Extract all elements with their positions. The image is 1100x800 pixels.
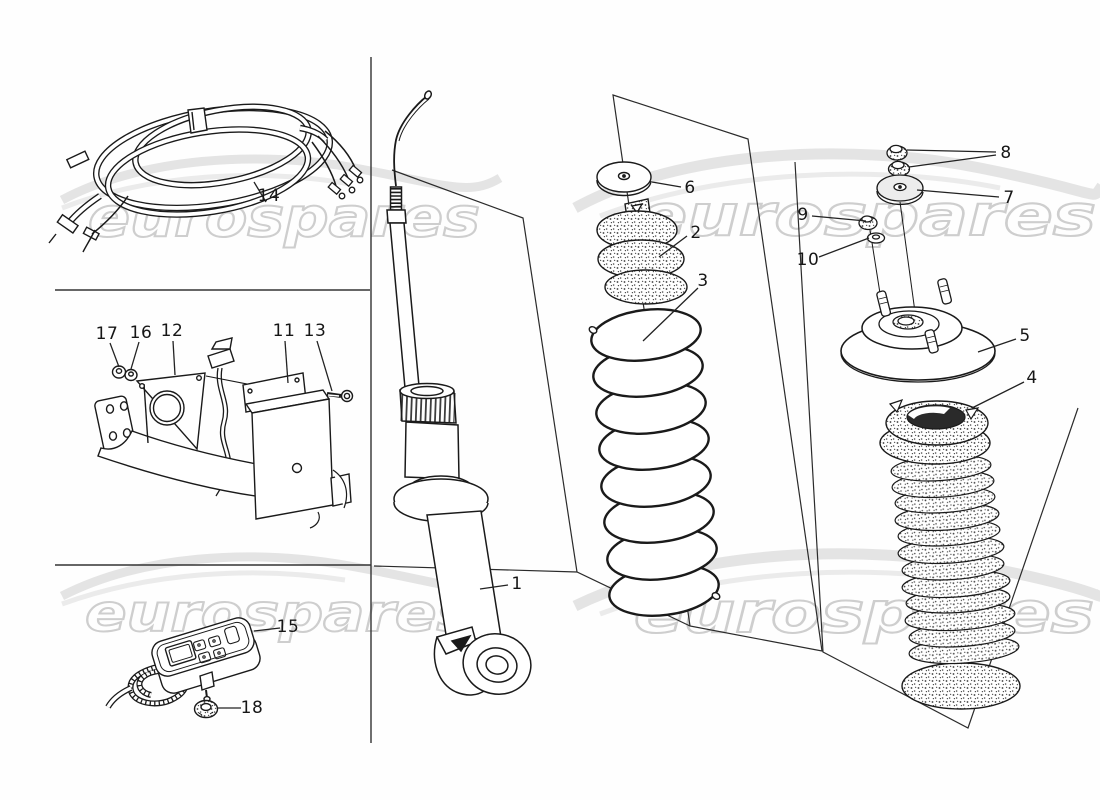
bolt-13 [326, 389, 354, 403]
watermark-swoosh [59, 154, 503, 204]
bracket-arm [97, 430, 263, 498]
watermark-text: eurospares [85, 584, 473, 644]
upper-cylinder [404, 421, 460, 480]
spring-wire-end [588, 326, 598, 334]
nut-8b [887, 160, 911, 177]
top-mount-stack [840, 144, 1021, 710]
wire-tip [423, 90, 433, 100]
remote-buttons [192, 625, 240, 664]
boot-notch [888, 399, 904, 414]
harness-tape-band [187, 107, 208, 134]
panel-right-outline [794, 161, 1079, 729]
remote-display [164, 640, 197, 667]
knurled-cap [399, 382, 457, 424]
washer-10 [866, 232, 886, 244]
watermark-bottom-left: eurospares [59, 552, 485, 645]
wiring-harness [48, 103, 364, 253]
harness-connector [48, 150, 101, 244]
watermark-text: eurospares [88, 186, 480, 249]
coil-spring [588, 308, 721, 617]
boot-opening-highlight [908, 406, 950, 419]
sensor-wire [393, 95, 428, 187]
sensor-wire [398, 98, 430, 142]
remote-face-inner [156, 621, 250, 673]
washer-16 [124, 368, 138, 382]
triangular-bracket [135, 372, 206, 451]
panel-left-outline [391, 169, 578, 573]
harness-terminals [327, 164, 364, 200]
control-unit-front [251, 398, 334, 520]
control-unit [242, 372, 352, 529]
nut-18 [193, 699, 219, 719]
washer-7 [876, 174, 924, 206]
eye-bushing [433, 626, 532, 696]
section-dividers [55, 57, 372, 743]
wire-connector [207, 348, 235, 369]
mount-stud [876, 278, 953, 354]
boot-notch [965, 407, 980, 421]
remote-stem [199, 671, 215, 703]
upper-mount [840, 278, 996, 383]
washer-6 [596, 161, 652, 197]
watermark-layer: eurospares eurospares eurospares eurospa… [59, 148, 1100, 647]
bump-stop [596, 198, 688, 305]
bracket-assembly [94, 337, 354, 529]
shock-absorber [386, 90, 532, 696]
watermark-swoosh [599, 171, 1001, 219]
watermark-top-left: eurospares [59, 154, 503, 250]
control-unit-hole [291, 462, 303, 474]
washer-17 [111, 365, 127, 379]
leader-lines [109, 149, 1025, 709]
nut-9 [858, 215, 878, 231]
nut-8a [886, 144, 908, 161]
remote-control [105, 617, 261, 719]
watermark-swoosh [572, 148, 1100, 213]
spring-wire-end [711, 592, 721, 600]
wire-connector [210, 337, 233, 350]
watermark-swoosh [61, 570, 346, 607]
dust-boot [879, 399, 1021, 710]
rod-collar [386, 209, 407, 224]
